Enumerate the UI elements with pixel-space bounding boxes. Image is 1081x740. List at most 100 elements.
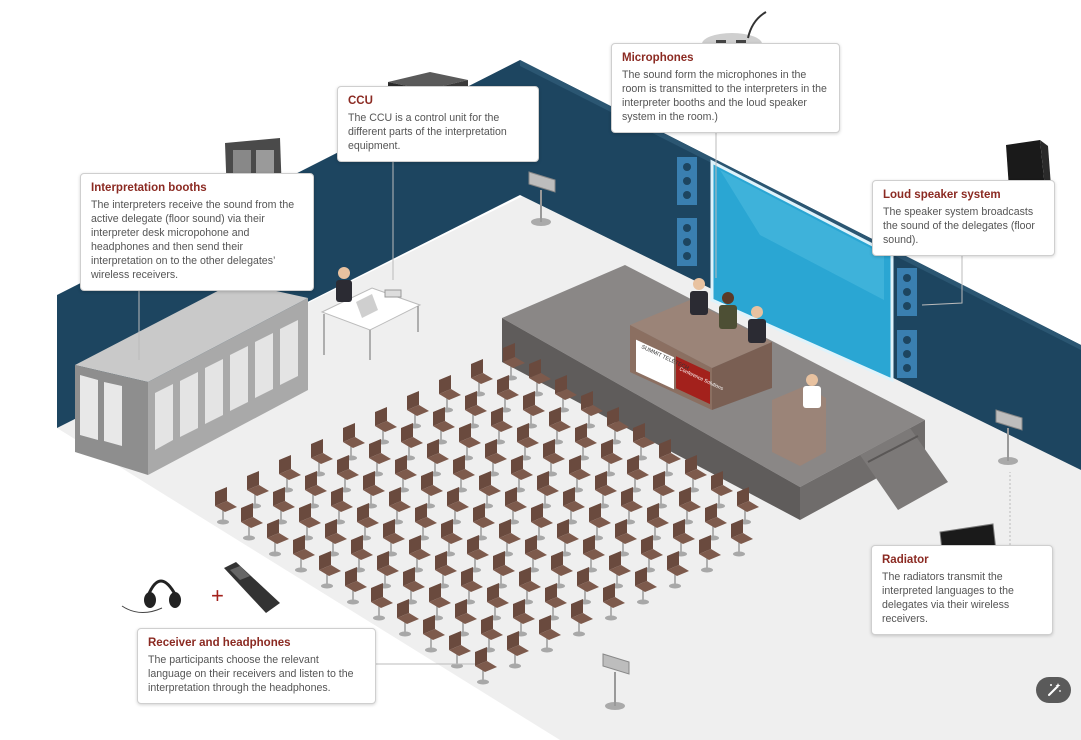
audience-chair (551, 551, 573, 589)
audience-chair (499, 519, 521, 557)
magic-wand-icon (1047, 683, 1061, 696)
wall-speakers-right (897, 268, 917, 378)
banner-red (676, 356, 710, 405)
audience-chair (311, 439, 333, 477)
receiver-title: Receiver and headphones (148, 637, 291, 649)
audience-chair (505, 487, 527, 525)
microphones-title: Microphones (622, 52, 694, 64)
audience-chair (595, 471, 617, 509)
receiver-callout: Receiver and headphones The participants… (137, 628, 376, 704)
audience-chair (455, 599, 477, 637)
radiator-text: The radiators transmit the interpreted l… (882, 571, 1014, 625)
magic-wand-button[interactable] (1036, 677, 1071, 703)
audience-chair (375, 407, 397, 445)
audience-chair (331, 487, 353, 525)
microphones-callout: Microphones The sound form the microphon… (611, 43, 840, 133)
audience-chair (603, 583, 625, 621)
audience-chair (433, 407, 455, 445)
audience-chair (479, 471, 501, 509)
audience-chair (299, 503, 321, 541)
interpretation-booths-callout: Interpretation booths The interpreters r… (80, 173, 314, 291)
ccu-callout: CCU The CCU is a control unit for the di… (337, 86, 539, 162)
plus-sign: + (211, 583, 224, 608)
audience-chair (563, 487, 585, 525)
audience-chair (525, 535, 547, 573)
audience-chair (273, 487, 295, 525)
microphones-text: The sound form the microphones in the ro… (622, 69, 827, 123)
stage-stairs (860, 428, 948, 510)
audience-chair (325, 519, 347, 557)
audience-chair (711, 471, 733, 509)
audience-chair (453, 455, 475, 493)
interpretation-booths-text: The interpreters receive the sound from … (91, 199, 295, 281)
audience-chair (371, 583, 393, 621)
audience-chair (633, 423, 655, 461)
wall-speakers-left (677, 157, 697, 266)
audience-chair (537, 471, 559, 509)
receiver-image (224, 562, 280, 613)
audience-chair (305, 471, 327, 509)
loud-speaker-text: The speaker system broadcasts the sound … (883, 206, 1035, 246)
audience-chair (369, 439, 391, 477)
audience-chair (737, 487, 759, 525)
ccu-text: The CCU is a control unit for the differ… (348, 112, 507, 152)
audience-chair (685, 455, 707, 493)
audience-chair (627, 455, 649, 493)
radiator-title: Radiator (882, 554, 929, 566)
radiator-stand-1 (528, 171, 556, 226)
audience-chair (545, 583, 567, 621)
audience-chair (621, 487, 643, 525)
radiator-stand-2 (995, 409, 1023, 465)
audience-chair (507, 631, 529, 669)
audience-chair (539, 615, 561, 653)
interpretation-booths-title: Interpretation booths (91, 182, 207, 194)
audience-chair (647, 503, 669, 541)
panelists (690, 278, 766, 343)
ccu-title: CCU (348, 95, 373, 107)
audience-chair (485, 439, 507, 477)
stage-front-left (502, 318, 800, 520)
audience-chair (401, 423, 423, 461)
audience-chair (447, 487, 469, 525)
audience-chair (575, 423, 597, 461)
audience-chair (293, 535, 315, 573)
audience-chair (659, 439, 681, 477)
leader-lines (138, 133, 1011, 665)
audience-chair (397, 599, 419, 637)
audience-chair (319, 551, 341, 589)
audience-chair (673, 519, 695, 557)
audience-chair (557, 519, 579, 557)
audience-chair (435, 551, 457, 589)
audience-chair (215, 487, 237, 525)
audience-chair (581, 391, 603, 429)
audience-chair (377, 551, 399, 589)
audience-chair (351, 535, 373, 573)
audience-chair (699, 535, 721, 573)
radiator-stand-3 (602, 653, 630, 710)
audience-chair (667, 551, 689, 589)
audience-chair (337, 455, 359, 493)
audience-chair (571, 599, 593, 637)
panel-table-top (630, 300, 772, 368)
ccu-desk (320, 267, 422, 360)
audience-chair (449, 631, 471, 669)
loud-speaker-callout: Loud speaker system The speaker system b… (872, 180, 1055, 256)
audience-chair (465, 391, 487, 429)
audience-chair (473, 503, 495, 541)
audience-chair (389, 487, 411, 525)
interpretation-booth (75, 282, 308, 475)
audience-chair (555, 375, 577, 413)
loud-speaker-title: Loud speaker system (883, 189, 1001, 201)
audience-chair (589, 503, 611, 541)
audience-chair (421, 471, 443, 509)
audience-chair (523, 391, 545, 429)
headphones-image (121, 579, 181, 613)
audience-chair (345, 567, 367, 605)
audience-chair (423, 615, 445, 653)
audience-chair (635, 567, 657, 605)
audience-chair (731, 519, 753, 557)
audience-chair (549, 407, 571, 445)
audience-chair (267, 519, 289, 557)
banner-white (636, 339, 674, 390)
receiver-text: The participants choose the relevant lan… (148, 654, 354, 694)
